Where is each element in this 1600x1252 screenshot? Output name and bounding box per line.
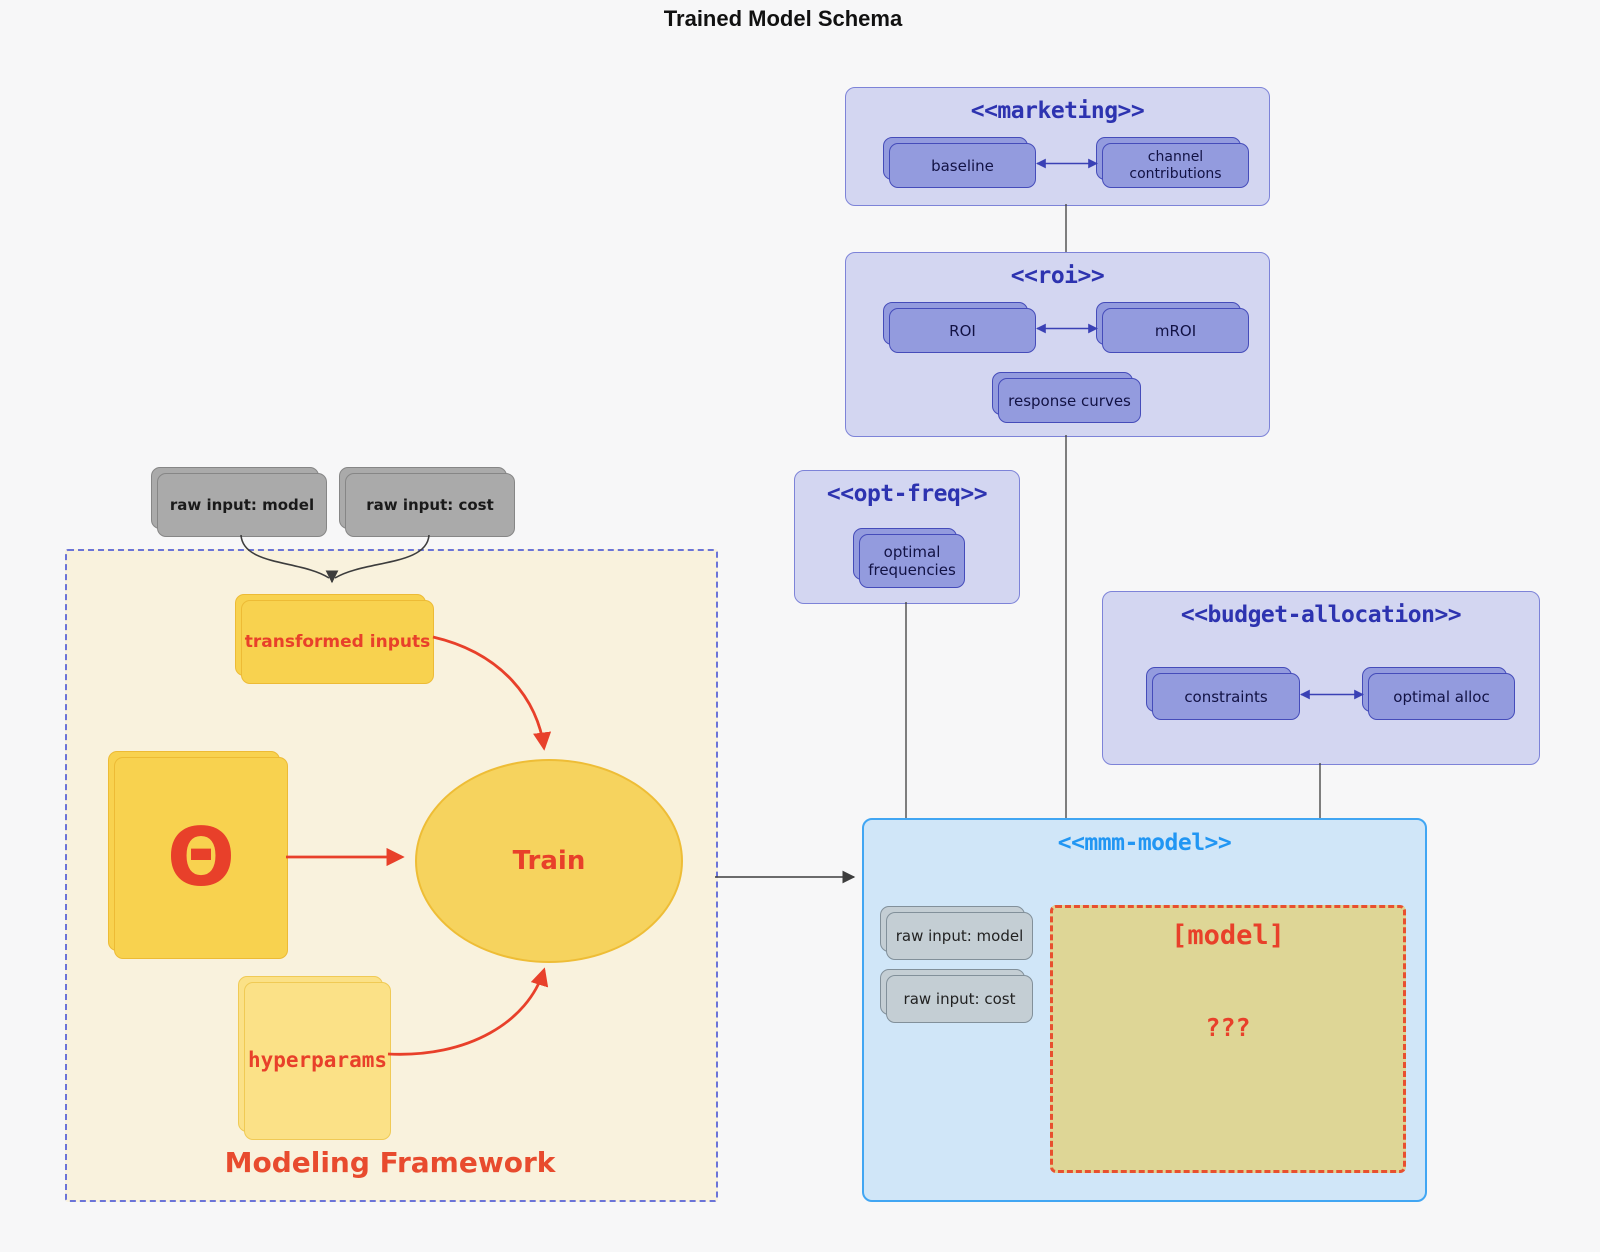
model-placeholder-title: [model]: [1171, 920, 1285, 951]
container-title: <<mmm-model>>: [1057, 830, 1232, 856]
node-optimal-alloc: optimal alloc: [1368, 673, 1515, 720]
node-hyperparams: hyperparams: [244, 982, 391, 1140]
node-label: raw input: model: [169, 496, 315, 514]
node-optimal-frequencies: optimal frequencies: [859, 534, 965, 588]
model-placeholder-unknown: ???: [1205, 1013, 1251, 1042]
node-constraints: constraints: [1152, 673, 1300, 720]
node-label: channel contributions: [1129, 148, 1222, 182]
node-raw-input-cost-inner: raw input: cost: [886, 975, 1033, 1023]
page-title: Trained Model Schema: [663, 6, 903, 31]
node-train: Train: [415, 759, 683, 963]
node-baseline: baseline: [889, 143, 1036, 188]
container-title: <<budget-allocation>>: [1180, 602, 1462, 628]
node-mroi: mROI: [1102, 308, 1249, 353]
node-transformed-inputs: transformed inputs: [241, 600, 434, 684]
model-placeholder-box: [model] ???: [1050, 905, 1406, 1173]
node-raw-input-model-inner: raw input: model: [886, 912, 1033, 960]
node-label: raw input: cost: [366, 496, 494, 514]
node-raw-input-cost: raw input: cost: [345, 473, 515, 537]
node-raw-input-model: raw input: model: [157, 473, 327, 537]
container-mmm-model: <<mmm-model>> raw input: model raw input…: [862, 818, 1427, 1202]
node-label: constraints: [1184, 687, 1268, 706]
node-label: ROI: [949, 321, 976, 340]
node-label: transformed inputs: [244, 631, 431, 652]
container-title: <<opt-freq>>: [826, 481, 988, 507]
container-opt-freq: <<opt-freq>> optimal frequencies: [794, 470, 1020, 604]
node-theta: Θ: [114, 757, 288, 959]
node-roi: ROI: [889, 308, 1036, 353]
node-label: raw input: model: [895, 927, 1024, 945]
container-modeling-framework: transformed inputs Θ Train hyperparams M…: [65, 549, 718, 1202]
node-label: response curves: [1008, 391, 1131, 410]
node-label: optimal frequencies: [868, 543, 956, 579]
node-channel-contributions: channel contributions: [1102, 143, 1249, 188]
node-label: optimal alloc: [1393, 687, 1490, 706]
container-marketing: <<marketing>> baseline channel contribut…: [845, 87, 1270, 206]
container-roi: <<roi>> ROI mROI response curves: [845, 252, 1270, 437]
node-label: baseline: [931, 156, 994, 175]
node-label: Train: [512, 846, 586, 876]
framework-label: Modeling Framework: [224, 1146, 556, 1179]
container-title: <<marketing>>: [970, 98, 1145, 124]
theta-symbol: Θ: [166, 811, 235, 904]
node-label: hyperparams: [247, 1048, 388, 1073]
node-label: raw input: cost: [903, 990, 1016, 1008]
container-budget-allocation: <<budget-allocation>> constraints optima…: [1102, 591, 1540, 765]
node-label: mROI: [1154, 321, 1197, 340]
node-response-curves: response curves: [998, 378, 1141, 423]
container-title: <<roi>>: [1010, 263, 1105, 289]
